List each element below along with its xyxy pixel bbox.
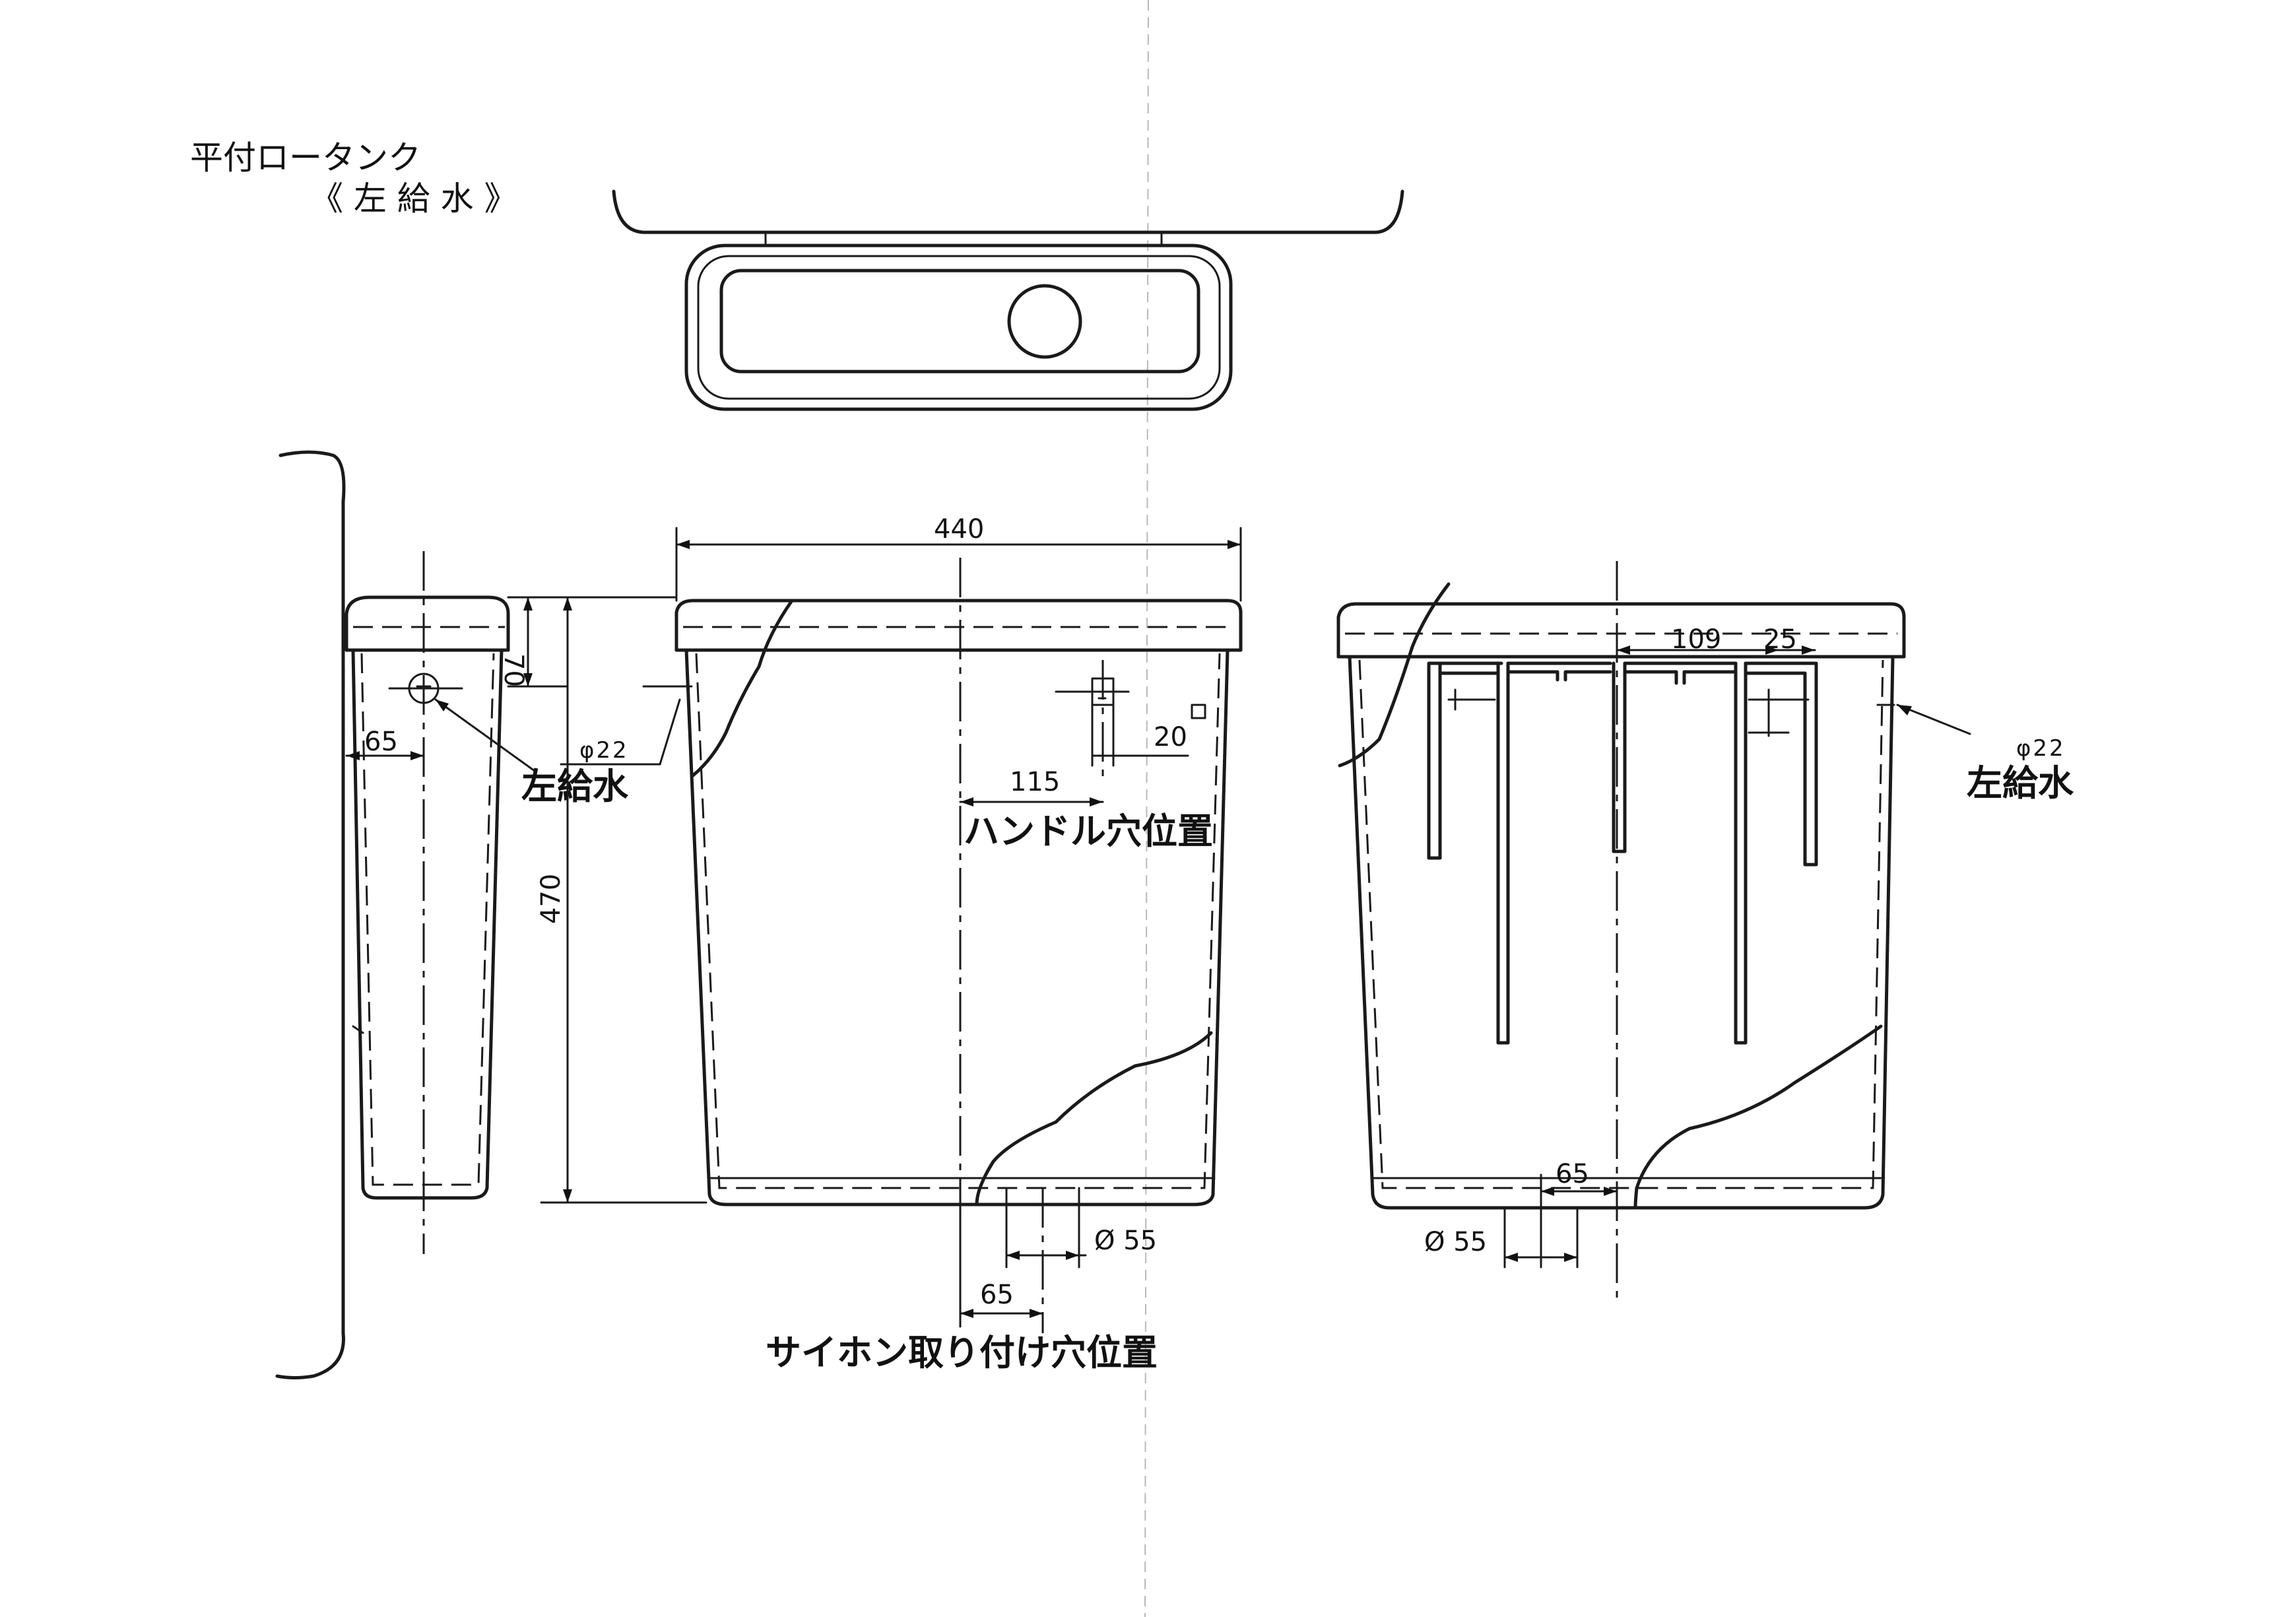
section-view <box>1336 561 1906 1304</box>
front-view <box>674 558 1243 1333</box>
overflow-pipe <box>1427 661 1442 860</box>
dim-width-440: 440 <box>675 514 1242 602</box>
drawing-title: 平付ロータンク <box>190 139 421 177</box>
riser-right <box>1734 661 1748 1045</box>
plan-view <box>612 189 1404 411</box>
float-arm-mid <box>1506 661 1612 682</box>
dim-siphon: Ø 55 65 <box>959 1187 1157 1328</box>
riser-left <box>1496 661 1510 1045</box>
dim-handle-size: 20 <box>1154 722 1187 752</box>
dim-side-offset: 65 <box>364 727 398 757</box>
handle-hole-label: ハンドル穴位置 <box>964 810 1213 852</box>
dim-handle-115: 115 <box>959 767 1104 807</box>
rear-siphon-offset: 65 <box>1556 1159 1589 1189</box>
left-supply-label: 左給水 <box>521 766 629 807</box>
dim-handle-20: 20 <box>1091 704 1189 767</box>
dim-internal-a: 109 <box>1671 624 1721 655</box>
drawing-subtitle: 《 左 給 水 》 <box>310 180 517 218</box>
siphon-hole-label: サイホン取り付け穴位置 <box>766 1332 1158 1373</box>
handle-icon <box>1007 284 1082 359</box>
label-left-supply-side: 左給水 <box>434 698 629 807</box>
handle-square-icon <box>1191 704 1206 719</box>
siphon-offset: 65 <box>980 1280 1014 1310</box>
dim-front-inlet: φ22 <box>560 685 693 766</box>
label-left-supply-rear: φ22 左給水 <box>1896 704 2074 804</box>
dim-internal: 109 25 <box>1616 624 1816 655</box>
dim-rear-siphon: 65 Ø 55 <box>1424 1159 1618 1269</box>
fill-valve <box>1744 661 1818 867</box>
dim-internal-b: 25 <box>1763 624 1797 655</box>
paper-fold-line <box>1144 0 1149 1617</box>
float-arm-right <box>1623 661 1738 685</box>
dim-side-65: 65 <box>345 727 425 760</box>
riser-center <box>1612 661 1627 853</box>
dim-handle-offset: 115 <box>1010 767 1060 797</box>
float-arm-left <box>1438 661 1503 675</box>
dim-width: 440 <box>934 514 984 544</box>
left-supply-rear-label: 左給水 <box>1967 762 2074 804</box>
wall-line <box>275 450 346 1379</box>
siphon-dia: Ø 55 <box>1094 1226 1157 1256</box>
dim-top-depth: 70 <box>498 653 529 687</box>
rear-inlet-dia: φ22 <box>2016 735 2066 762</box>
rear-siphon-dia: Ø 55 <box>1424 1227 1487 1257</box>
dim-height-470: 470 <box>536 596 707 1204</box>
dim-height: 470 <box>536 874 566 924</box>
front-inlet-dia: φ22 <box>579 737 629 764</box>
side-view <box>344 551 510 1254</box>
